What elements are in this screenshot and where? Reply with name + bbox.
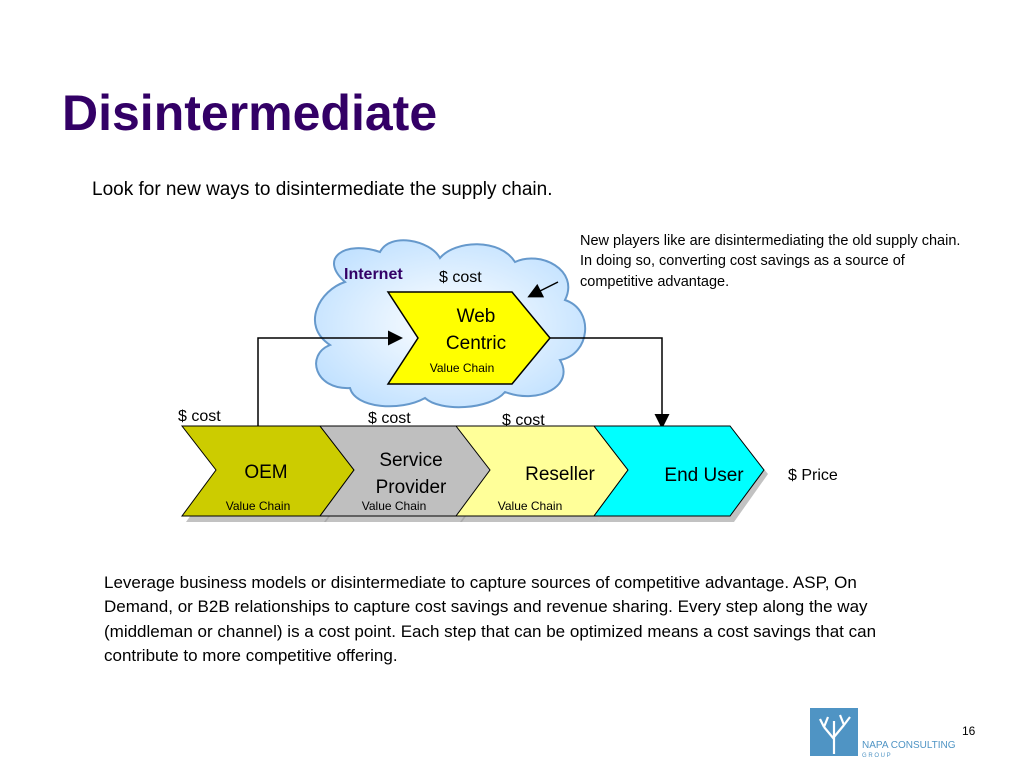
oem-label: OEM [244, 462, 287, 483]
logo-name: NAPA CONSULTING [862, 740, 955, 751]
slide-subtitle: Look for new ways to disintermediate the… [92, 179, 553, 200]
internet-label: Internet [344, 266, 403, 283]
web-centric-chevron [386, 291, 551, 385]
end-user-chevron [592, 425, 765, 517]
body-paragraph: Leverage business models or disintermedi… [104, 573, 877, 665]
oem-to-web-connector [257, 330, 403, 426]
oem-value-chain-label: Value Chain [226, 499, 291, 513]
logo-sub: G R O U P [862, 753, 891, 759]
web-cost-label: $ cost [439, 269, 482, 286]
page-number: 16 [962, 724, 976, 738]
price-label: $ Price [788, 467, 838, 484]
slide-title: Disintermediate [62, 85, 438, 141]
reseller-cost-label: $ cost [502, 412, 545, 429]
service-provider-label-line1: Service [379, 450, 442, 471]
logo-tree-branches [819, 714, 851, 754]
reseller-value-chain-label: Value Chain [498, 499, 563, 513]
web-label-line1: Web [457, 306, 496, 327]
supply-chain-diagram: Internet $ cost Web Centric Value Chain … [178, 239, 838, 522]
end-user-label: End User [664, 465, 744, 486]
reseller-label: Reseller [525, 464, 595, 485]
web-to-enduser-connector [550, 337, 670, 429]
service-provider-label-line2: Provider [376, 477, 447, 498]
service-provider-cost-label: $ cost [368, 410, 411, 427]
web-value-chain-label: Value Chain [430, 361, 495, 375]
web-label-line2: Centric [446, 333, 506, 354]
service-provider-value-chain-label: Value Chain [362, 499, 427, 513]
company-logo: NAPA CONSULTING G R O U P [810, 708, 955, 759]
note-arrow [527, 281, 559, 298]
annotation-note: New players like are disintermediating t… [580, 233, 961, 290]
oem-cost-label: $ cost [178, 408, 221, 425]
